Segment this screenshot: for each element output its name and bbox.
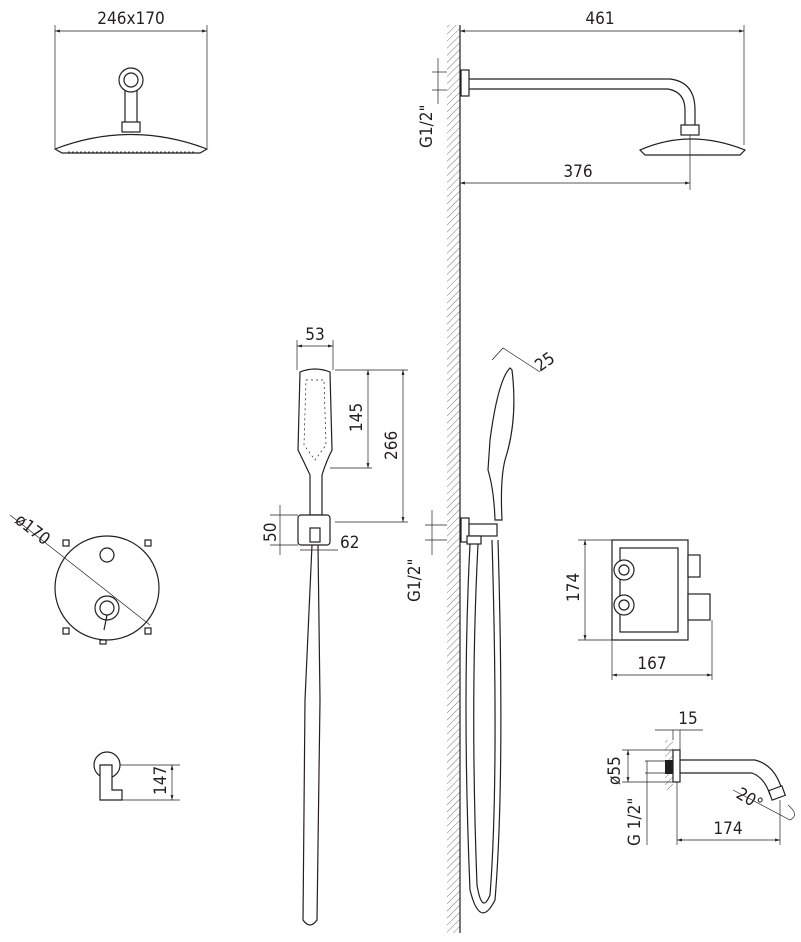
hand-total-length-label: 266 [382,431,402,460]
spout-diameter-label: ø55 [605,756,625,785]
arm-projection-label: 461 [585,9,614,29]
holder-height-label: 50 [261,523,281,542]
overhead-size-label: 246x170 [97,9,164,29]
arm-thread-label: G1/2" [417,105,437,149]
arm-head-offset-label: 376 [563,162,592,182]
hand-width-label: 53 [305,325,324,345]
spout-length-label: 174 [713,819,742,839]
plate-diameter-label: ø170 [11,510,54,549]
hand-shower-front-view: 53 145 266 50 62 [261,325,408,926]
spout-flange-label: 15 [678,709,697,729]
shower-arm-view: 461 376 G1/2" [417,9,747,190]
box-height-label: 174 [564,573,584,602]
bath-spout-view: 15 ø55 G 1/2" 174 20° [605,709,795,846]
hand-head-length-label: 145 [347,403,367,432]
mixer-plate-view: ø170 [9,510,160,645]
hand-shower-side-view: 25 G1/2" [405,347,559,914]
overhead-shower-view: 246x170 [53,9,209,154]
concealed-box-view: 174 167 [564,539,713,680]
holder-depth-label: 62 [340,533,359,553]
small-spout-height-label: 147 [151,766,171,795]
spout-angle-label: 20° [733,784,766,815]
box-depth-label: 167 [637,654,666,674]
wall [447,25,460,933]
hand-thread-label: G1/2" [405,559,425,603]
spout-thread-label: G 1/2" [625,798,645,846]
small-spout-view: 147 [93,751,180,801]
hand-thickness-label: 25 [531,349,558,377]
